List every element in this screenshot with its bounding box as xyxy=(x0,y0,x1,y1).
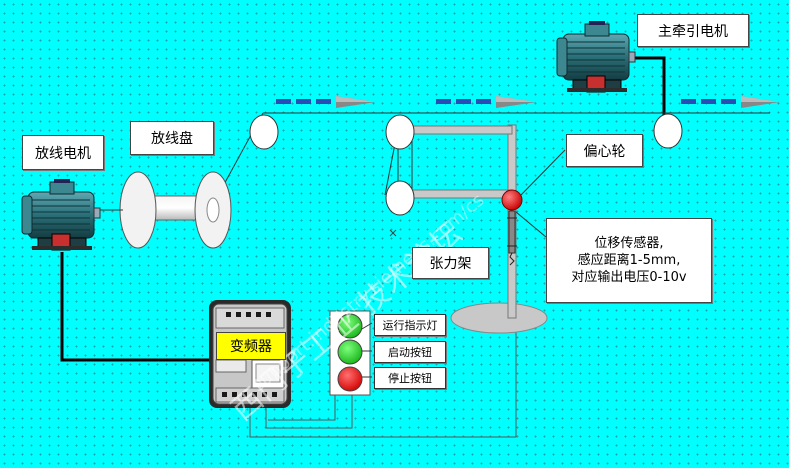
wire-path xyxy=(221,112,770,196)
main-motor-icon xyxy=(556,21,636,93)
run-indicator-label: 运行指示灯 xyxy=(374,314,446,336)
pulleys xyxy=(249,113,683,216)
pulley-exit xyxy=(653,113,683,149)
direction-arrows xyxy=(276,96,780,108)
cam-and-sensor xyxy=(501,189,523,266)
main-motor-label: 主牵引电机 xyxy=(637,14,749,47)
stop-button-label[interactable]: 停止按钮 xyxy=(374,367,446,389)
sensor-line-1: 位移传感器, xyxy=(594,236,664,251)
callout-lines xyxy=(515,149,566,238)
start-button-label[interactable]: 启动按钮 xyxy=(374,341,446,363)
sensor-line-3: 对应输出电压0-10v xyxy=(571,270,687,285)
displacement-sensor xyxy=(508,210,516,254)
pulley-lower xyxy=(385,180,415,216)
run-lamp xyxy=(337,313,363,339)
start-lamp xyxy=(337,339,363,365)
payoff-motor-label: 放线电机 xyxy=(22,135,104,170)
tension-frame-label: 张力架 xyxy=(412,247,489,279)
inverter-label: 变频器 xyxy=(216,332,286,360)
arrow-1 xyxy=(276,96,376,108)
sensor-line-2: 感应距离1-5mm, xyxy=(577,253,681,268)
sensor-description: 位移传感器, 感应距离1-5mm, 对应输出电压0-10v xyxy=(546,218,712,303)
payoff-reel-shape xyxy=(98,171,232,249)
stop-lamp xyxy=(337,366,363,392)
cam-ball xyxy=(501,189,523,211)
payoff-motor-icon xyxy=(21,179,101,251)
control-panel xyxy=(329,310,373,396)
tension-frame-structure xyxy=(389,124,548,334)
arrow-3 xyxy=(681,96,780,108)
cam-label: 偏心轮 xyxy=(566,134,643,167)
pulley-upper xyxy=(385,114,415,150)
wires xyxy=(249,318,517,438)
payoff-reel-label: 放线盘 xyxy=(130,121,214,155)
pulley-entry xyxy=(249,114,279,150)
arrow-2 xyxy=(436,96,537,108)
